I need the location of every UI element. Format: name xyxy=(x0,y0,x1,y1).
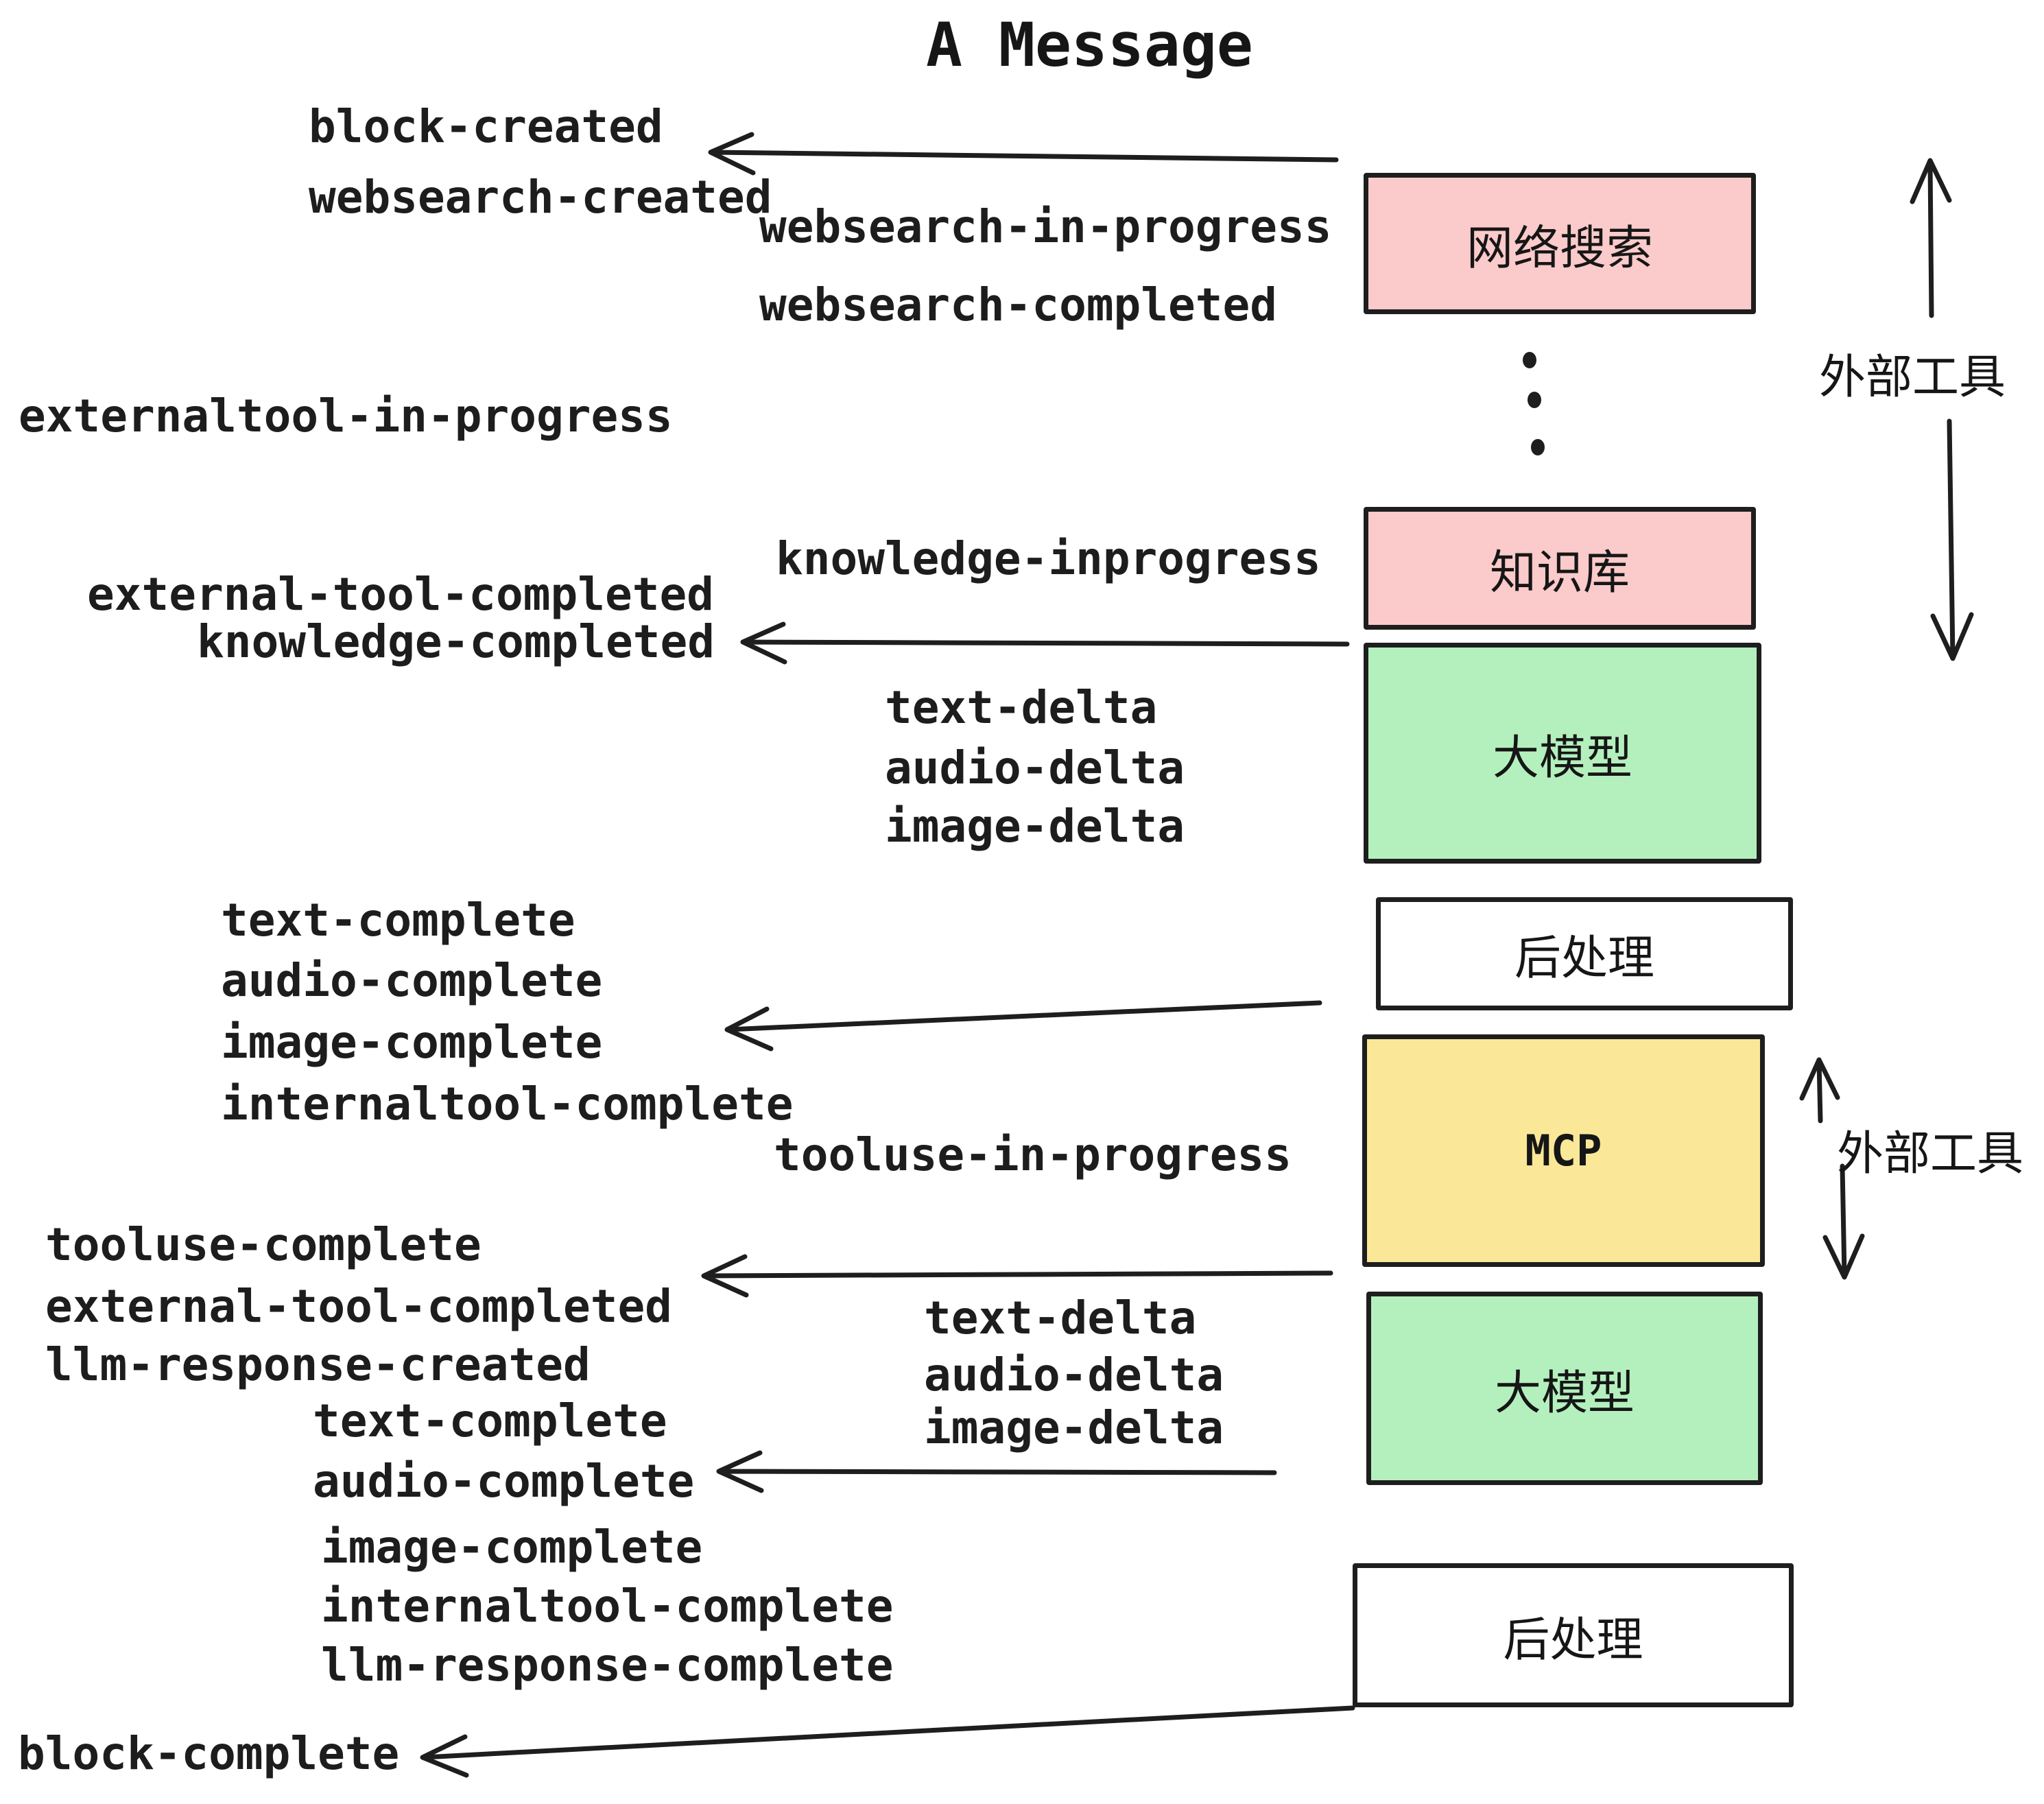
event-websearch-created: websearch-created xyxy=(309,171,772,224)
event-internaltool-complete: internaltool-complete xyxy=(221,1078,794,1130)
external-tools-label-mcp: 外部工具 xyxy=(1837,1127,2024,1181)
external-tools-label-top: 外部工具 xyxy=(1819,351,2006,405)
box-knowledge: 知识库 xyxy=(1364,507,1756,630)
mcp-external-tools-up-arrow xyxy=(1799,1057,1840,1124)
event-websearch-completed: websearch-completed xyxy=(759,278,1277,331)
external-tools-up-arrow xyxy=(1910,158,1952,318)
event-knowledge-inprogress: knowledge-inprogress xyxy=(776,532,1321,585)
ellipsis-dots xyxy=(1523,352,1545,455)
box-postprocess-1: 后处理 xyxy=(1376,897,1793,1010)
event-text-complete-2: text-complete xyxy=(313,1394,667,1447)
arrow-to-tooluse-complete xyxy=(701,1254,1333,1298)
event-audio-complete: audio-complete xyxy=(221,954,603,1007)
arrow-to-audio-complete xyxy=(716,1450,1277,1493)
box-llm-1: 大模型 xyxy=(1364,643,1761,864)
event-audio-complete-2: audio-complete xyxy=(313,1455,695,1508)
event-text-delta: text-delta xyxy=(885,681,1158,734)
box-llm-2: 大模型 xyxy=(1366,1292,1763,1485)
event-knowledge-completed: knowledge-completed xyxy=(197,615,715,668)
arrow-to-knowledge-completed xyxy=(740,621,1350,665)
event-audio-delta-2: audio-delta xyxy=(924,1349,1224,1401)
arrow-to-block-complete xyxy=(420,1705,1355,1778)
event-tooluse-in-progress: tooluse-in-progress xyxy=(774,1128,1292,1181)
arrow-to-image-complete xyxy=(724,1000,1322,1052)
external-tools-down-arrow xyxy=(1930,418,1974,661)
event-externaltool-in-progress: externaltool-in-progress xyxy=(19,390,673,442)
event-websearch-in-progress: websearch-in-progress xyxy=(759,200,1332,253)
event-block-created: block-created xyxy=(309,100,663,153)
event-audio-delta: audio-delta xyxy=(885,741,1185,794)
event-image-delta-2: image-delta xyxy=(924,1401,1224,1454)
mcp-external-tools-down-arrow xyxy=(1822,1163,1865,1280)
event-image-delta: image-delta xyxy=(885,800,1185,853)
event-tooluse-complete: tooluse-complete xyxy=(45,1218,482,1271)
event-external-tool-completed: external-tool-completed xyxy=(87,568,714,621)
event-text-delta-2: text-delta xyxy=(924,1292,1197,1344)
box-mcp: MCP xyxy=(1362,1034,1765,1267)
box-llm-2-label: 大模型 xyxy=(1494,1366,1635,1421)
event-internaltool-complete-2: internaltool-complete xyxy=(321,1580,894,1633)
box-postprocess-1-label: 后处理 xyxy=(1514,931,1654,986)
box-mcp-label: MCP xyxy=(1525,1126,1602,1176)
box-websearch: 网络搜索 xyxy=(1364,173,1756,314)
box-postprocess-2: 后处理 xyxy=(1353,1563,1794,1707)
event-llm-response-created: llm-response-created xyxy=(45,1338,591,1391)
box-knowledge-label: 知识库 xyxy=(1489,546,1630,600)
event-block-complete: block-complete xyxy=(18,1727,400,1780)
diagram-title: A Message xyxy=(926,10,1253,80)
arrow-to-block-created xyxy=(708,132,1339,176)
box-postprocess-2-label: 后处理 xyxy=(1503,1613,1643,1667)
box-websearch-label: 网络搜索 xyxy=(1466,221,1653,276)
event-text-complete: text-complete xyxy=(221,894,575,947)
event-image-complete: image-complete xyxy=(221,1016,603,1069)
box-llm-1-label: 大模型 xyxy=(1492,731,1632,785)
event-llm-response-complete: llm-response-complete xyxy=(321,1639,894,1692)
event-external-tool-completed-2: external-tool-completed xyxy=(45,1280,672,1333)
event-image-complete-2: image-complete xyxy=(321,1521,703,1574)
